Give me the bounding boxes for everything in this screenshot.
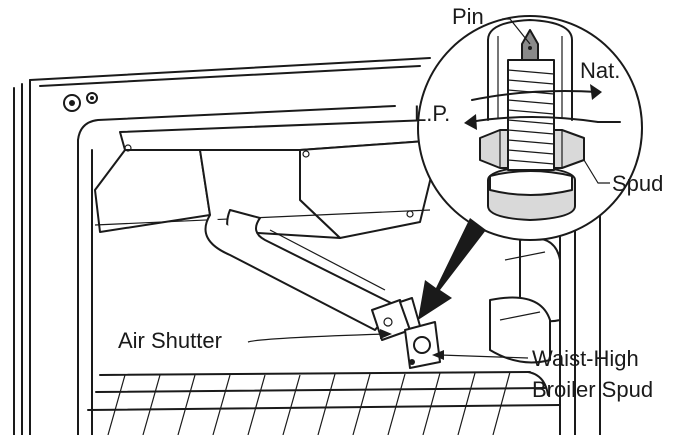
label-pin: Pin [452, 4, 484, 29]
burner-tube [204, 209, 396, 331]
leader-lines [247, 18, 610, 360]
right-side-supports [489, 237, 561, 364]
broiler-rack [87, 371, 561, 435]
pointer-arrow [418, 218, 486, 320]
label-waist-high: Waist-High [532, 346, 639, 371]
label-lp: L.P. [414, 101, 450, 126]
label-air-shutter: Air Shutter [118, 328, 222, 353]
oven-body [13, 57, 601, 435]
label-broiler-spud: Broiler Spud [532, 377, 653, 402]
broiler-baffle [94, 119, 441, 239]
magnified-inset [417, 15, 643, 241]
screw-icon [63, 92, 98, 112]
label-nat: Nat. [580, 58, 620, 83]
label-spud: Spud [612, 171, 663, 196]
